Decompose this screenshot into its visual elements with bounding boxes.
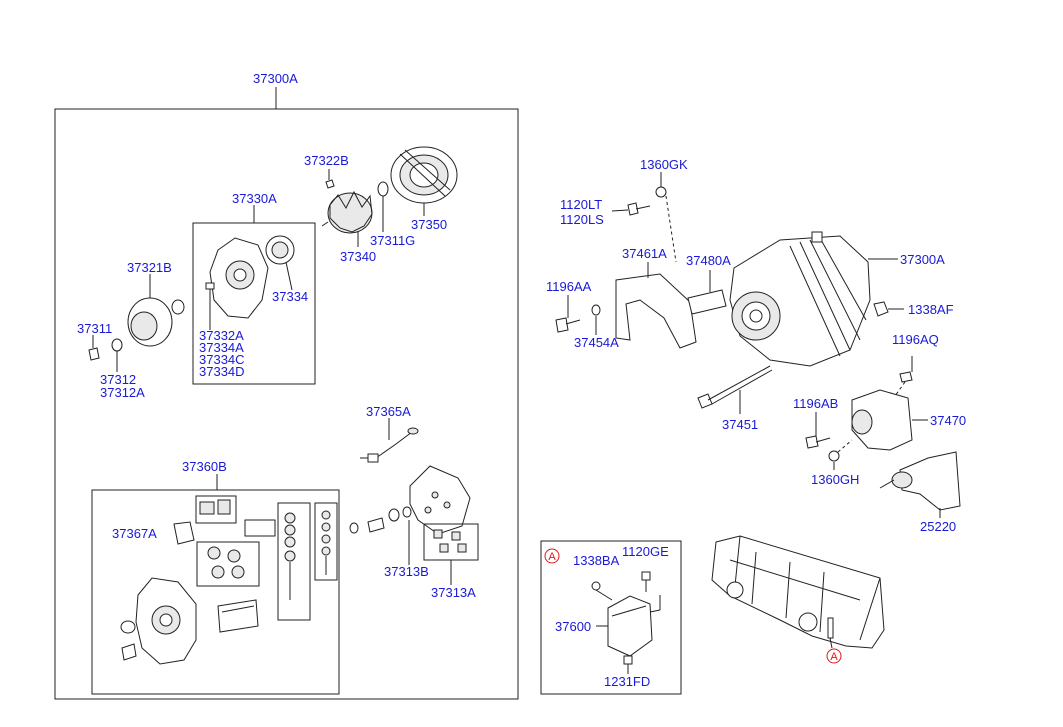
label-37350[interactable]: 37350 [411,217,447,232]
bracket-37470-drawing [851,356,928,451]
label-37367a[interactable]: 37367A [112,526,157,541]
cable-37365a-drawing [360,418,419,463]
label-1338af[interactable]: 1338AF [908,302,954,317]
label-37334d[interactable]: 37334D [199,364,245,379]
reference-marker-a-bus: A [830,651,838,663]
label-1360gk[interactable]: 1360GK [640,157,688,172]
label-1120ls[interactable]: 1120LS [560,212,604,227]
label-37313b[interactable]: 37313B [384,564,429,579]
label-1196aq[interactable]: 1196AQ [892,332,939,347]
label-1231fd[interactable]: 1231FD [604,674,650,689]
detail-box-a [540,540,682,695]
label-37600[interactable]: 37600 [555,619,591,634]
rear-cover-drawing [349,465,479,585]
label-37312[interactable]: 37312 [100,372,136,387]
label-37311g[interactable]: 37311G [370,233,415,248]
label-37334a[interactable]: 37334A [199,340,244,355]
label-37300a-top[interactable]: 37300A [253,71,298,86]
label-37312a[interactable]: 37312A [100,385,145,400]
label-25220[interactable]: 25220 [920,519,956,534]
label-1338ba[interactable]: 1338BA [573,553,620,568]
alternator-assembly-drawing [729,231,898,367]
main-assembly-frame [54,87,519,700]
label-37321b[interactable]: 37321B [127,260,172,275]
label-37332a[interactable]: 37332A [199,328,244,343]
label-37470[interactable]: 37470 [930,413,966,428]
label-37461a[interactable]: 37461A [622,246,667,261]
bracket-subframe [192,205,316,385]
mount-25220-drawing [879,451,961,518]
label-1196aa[interactable]: 1196AA [546,279,592,294]
label-37313a[interactable]: 37313A [431,585,476,600]
label-37454a[interactable]: 37454A [574,335,619,350]
label-1120ge[interactable]: 1120GE [622,544,669,559]
rear-subframe [91,474,340,695]
part-37322b-drawing [325,169,335,189]
bolt-1196aa-drawing [555,295,601,335]
plate-37480a-drawing [687,270,727,315]
reference-marker-a-box: A [548,551,556,563]
nut-1338af-drawing [873,301,904,317]
washer-37311g-drawing [377,181,389,232]
bus-illustration [711,535,885,664]
label-1360gh[interactable]: 1360GH [811,472,859,487]
bracket-37461a-drawing [615,262,697,349]
part-labels: 37300A 37322B 37330A 37350 37311G 37340 … [77,71,966,689]
bolt-1120lt-drawing [611,172,677,263]
label-37334[interactable]: 37334 [272,289,308,304]
label-37480a[interactable]: 37480A [686,253,731,268]
label-37311[interactable]: 37311 [77,321,112,336]
label-37451[interactable]: 37451 [722,417,758,432]
long-bolt-37451-drawing [697,365,773,414]
bolt-1196ab-drawing [805,412,853,470]
label-37330a[interactable]: 37330A [232,191,277,206]
label-37334c[interactable]: 37334C [199,352,245,367]
fan-37321b-drawing [88,274,185,372]
label-37340[interactable]: 37340 [340,249,376,264]
label-1120lt[interactable]: 1120LT [560,197,602,212]
label-37300a-right[interactable]: 37300A [900,252,945,267]
label-37360b[interactable]: 37360B [182,459,227,474]
label-1196ab[interactable]: 1196AB [793,396,838,411]
label-37365a[interactable]: 37365A [366,404,411,419]
pulley-37350-drawing [390,146,458,216]
rotor-37340-drawing [321,190,373,247]
label-37322b[interactable]: 37322B [304,153,349,168]
